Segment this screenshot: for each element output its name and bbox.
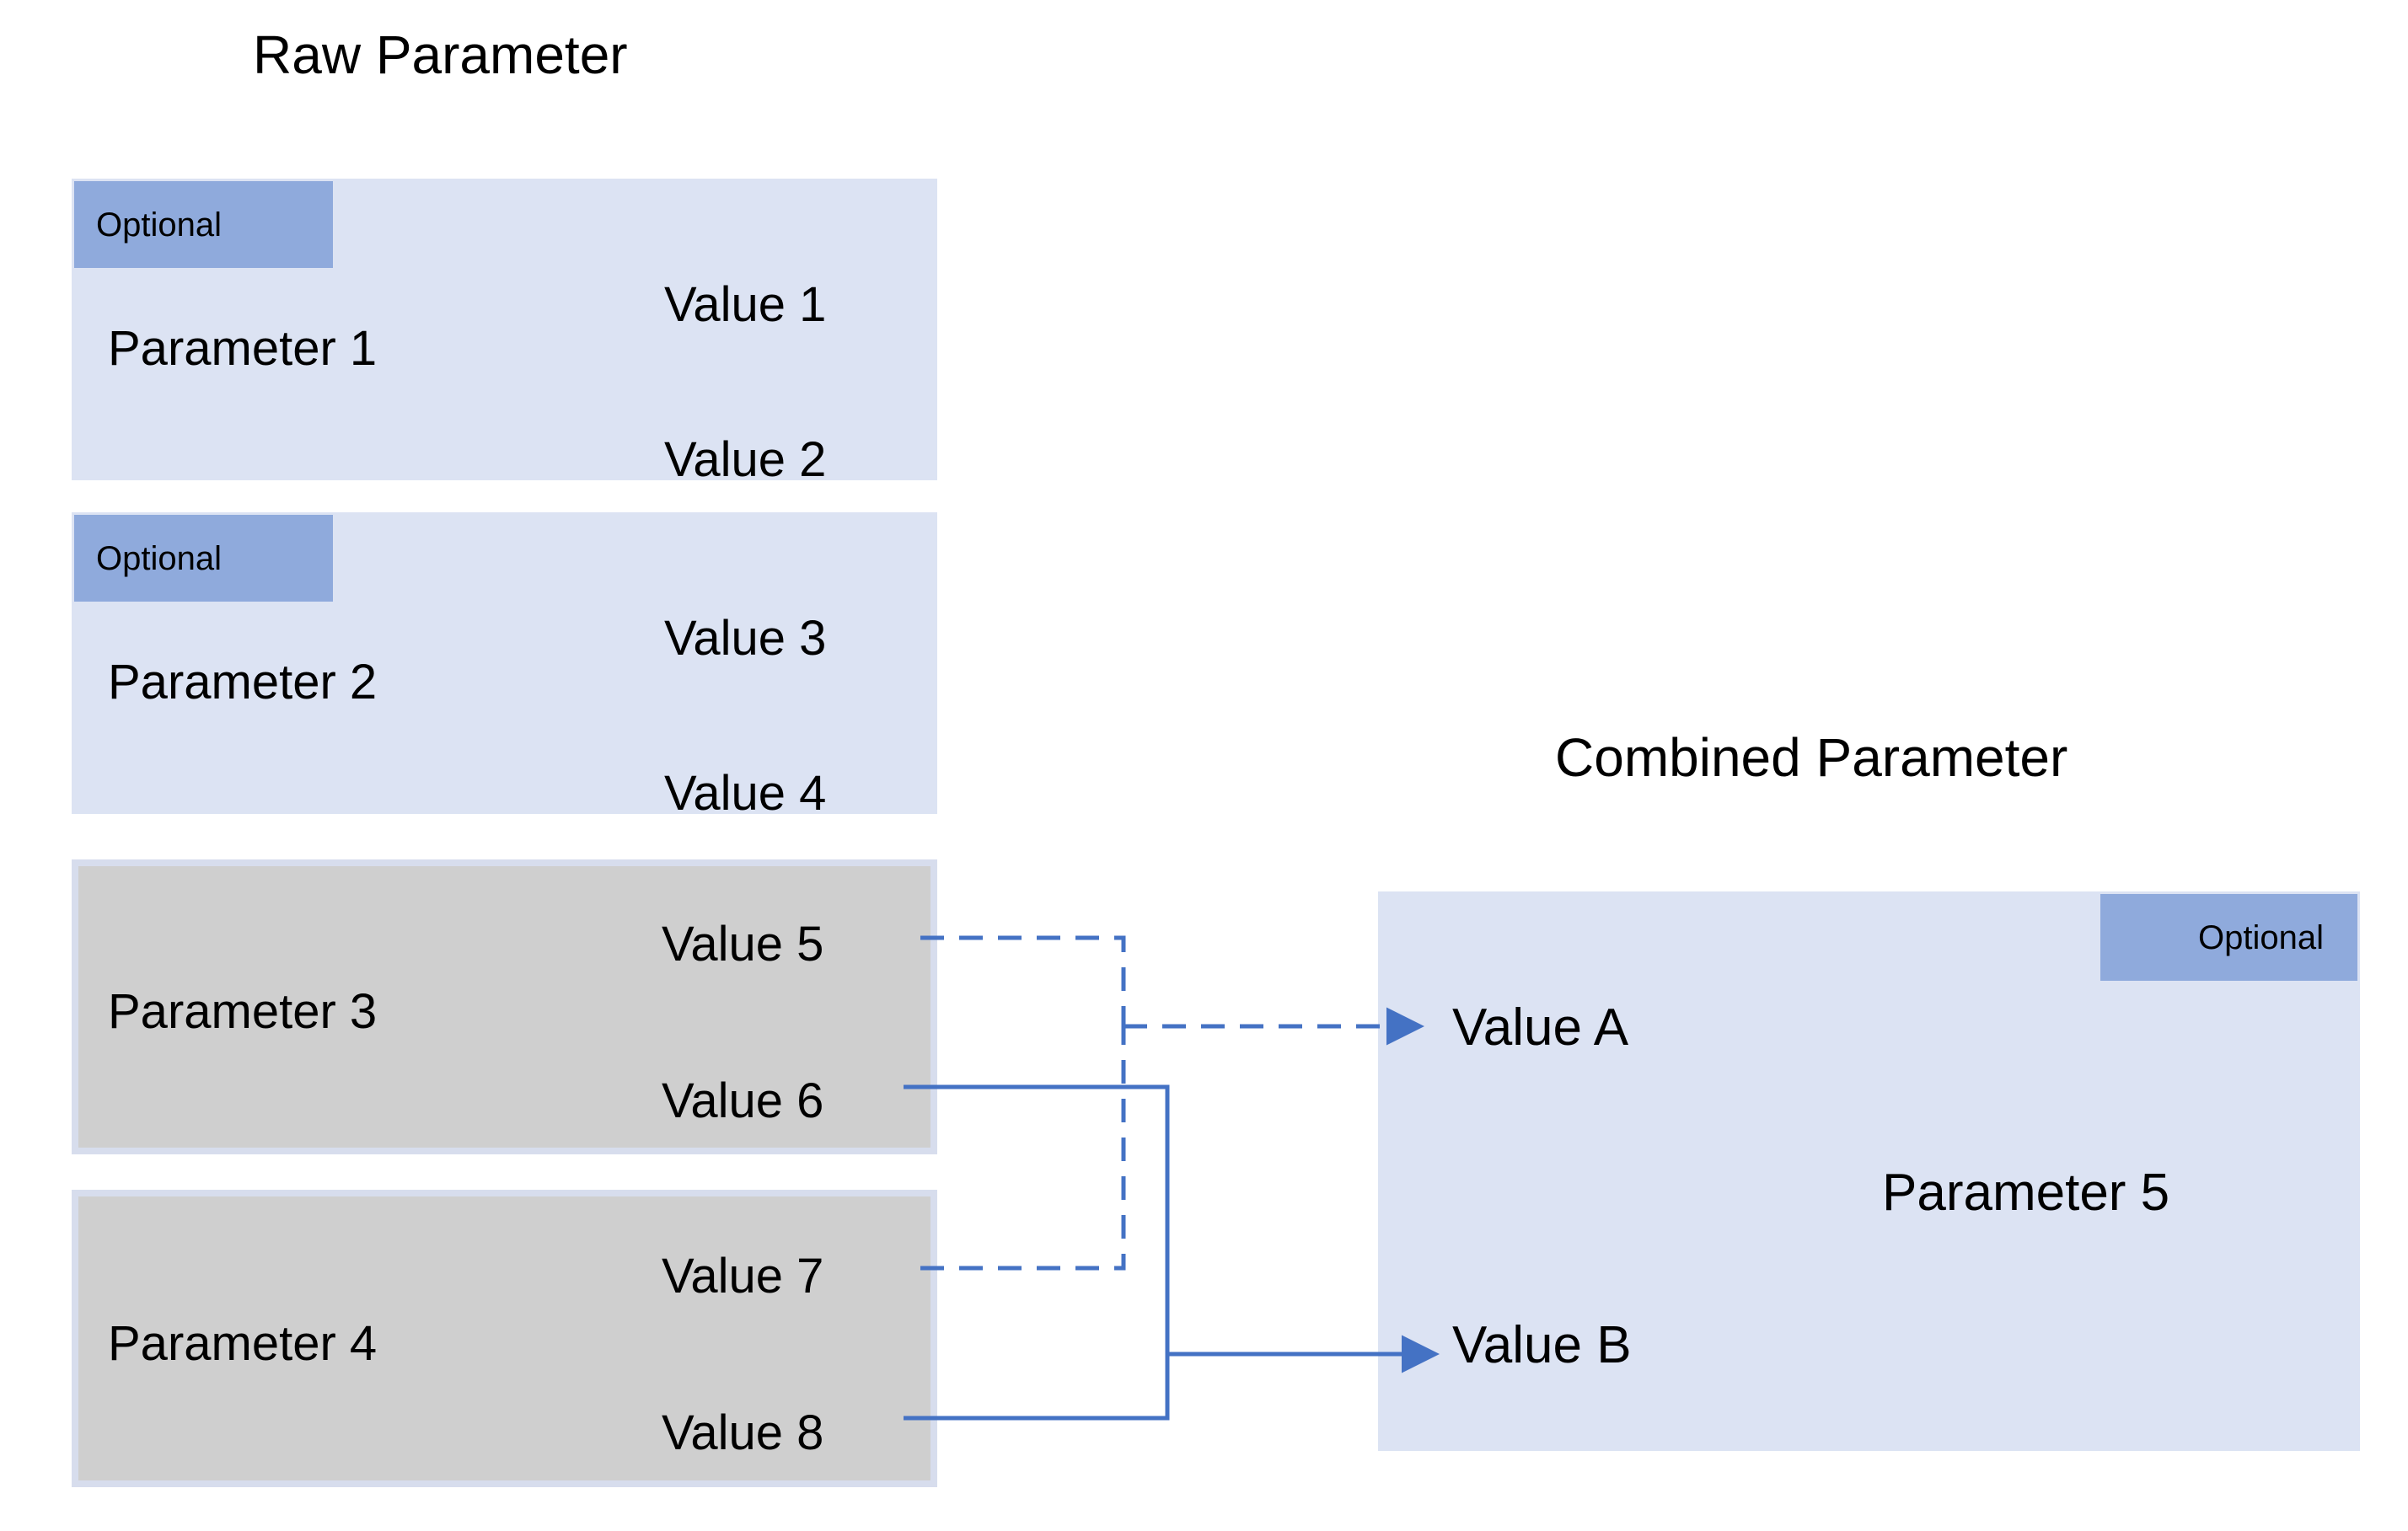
value-label-7: Value 7 bbox=[662, 1249, 824, 1303]
value-label-5: Value 5 bbox=[662, 917, 824, 972]
connector-value5-to-valueA bbox=[920, 935, 1126, 1026]
combined-value-a: Value A bbox=[1452, 998, 1629, 1057]
connector-value7-to-valueA bbox=[920, 1026, 1126, 1271]
optional-badge-label: Optional bbox=[96, 539, 222, 577]
combined-parameter-box[interactable]: Optional Value A Parameter 5 Value B bbox=[1378, 891, 2360, 1451]
value-label-4: Value 4 bbox=[664, 766, 827, 821]
raw-parameter-title: Raw Parameter bbox=[253, 24, 628, 85]
parameter-name-label: Parameter 2 bbox=[108, 655, 378, 709]
optional-badge-parameter-1: Optional bbox=[74, 181, 333, 268]
optional-badge-label: Optional bbox=[96, 206, 222, 244]
value-label-6: Value 6 bbox=[662, 1073, 824, 1128]
value-label-3: Value 3 bbox=[664, 611, 827, 666]
combined-value-b: Value B bbox=[1452, 1316, 1632, 1374]
raw-parameter-box-1[interactable]: Optional Parameter 1 Value 1 Value 2 bbox=[72, 179, 937, 484]
raw-parameter-box-3[interactable]: Parameter 3 Value 5 Value 6 bbox=[72, 859, 937, 1154]
connector-value8-to-valueB bbox=[904, 1354, 1170, 1421]
parameter-name-label: Parameter 1 bbox=[108, 321, 378, 376]
raw-parameter-box-4[interactable]: Parameter 4 Value 7 Value 8 bbox=[72, 1190, 937, 1487]
raw-parameter-box-2[interactable]: Optional Parameter 2 Value 3 Value 4 bbox=[72, 512, 937, 818]
value-label-2: Value 2 bbox=[664, 432, 827, 487]
optional-badge-parameter-2: Optional bbox=[74, 515, 333, 602]
combined-parameter-name: Parameter 5 bbox=[1882, 1164, 2170, 1222]
optional-badge-label: Optional bbox=[2198, 918, 2324, 956]
parameter-name-label: Parameter 3 bbox=[108, 984, 378, 1039]
value-label-1: Value 1 bbox=[664, 277, 827, 332]
connector-value6-to-valueB bbox=[904, 1084, 1170, 1354]
parameter-name-label: Parameter 4 bbox=[108, 1316, 378, 1371]
value-label-8: Value 8 bbox=[662, 1405, 824, 1460]
optional-badge-parameter-5: Optional bbox=[2100, 894, 2357, 981]
combined-parameter-title: Combined Parameter bbox=[1555, 727, 2068, 788]
